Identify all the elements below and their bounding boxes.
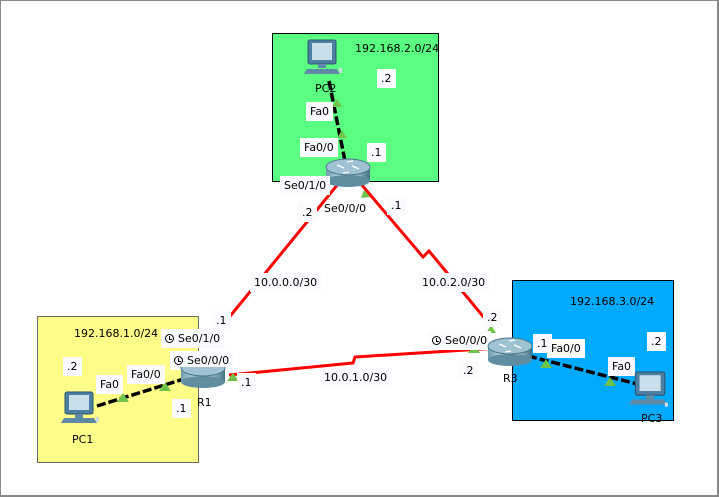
device-name-pc1: PC1 [72, 433, 94, 446]
link-up-indicator [361, 190, 370, 198]
serial-link-10-0-1-0[interactable] [228, 346, 499, 377]
interface-label-text: Se0/0/0 [445, 334, 488, 347]
network-label-r3-lan: 192.168.3.0/24 [570, 295, 655, 308]
interface-label-r1-se000: Se0/0/0 [170, 351, 234, 370]
interface-label-r1-fa00: Fa0/0 [127, 365, 165, 384]
interface-label-r3-fa00: Fa0/0 [547, 339, 585, 358]
interface-label-r1-se010: Se0/1/0 [161, 329, 225, 348]
address-label-pc3: .2 [647, 332, 666, 351]
link-network-label-10-0-1-0: 10.0.1.0/30 [320, 368, 392, 387]
address-label-pc1: .2 [63, 357, 82, 376]
network-label-r2-lan: 192.168.2.0/24 [355, 42, 440, 55]
link-up-indicator [332, 99, 342, 107]
link-up-indicator [117, 393, 129, 402]
address-label-10-0-1-r1: .1 [237, 373, 256, 392]
clock-icon [432, 336, 441, 345]
router-icon[interactable] [325, 158, 371, 188]
link-up-indicator [159, 382, 171, 391]
lan-area-r2[interactable] [272, 33, 439, 182]
pc-icon[interactable] [304, 39, 344, 81]
address-label-r2-lan: .1 [367, 143, 386, 162]
interface-label-pc2-fa0: Fa0 [306, 102, 334, 121]
link-up-indicator [604, 377, 616, 386]
clock-icon [174, 356, 183, 365]
clock-icon [165, 334, 174, 343]
address-label-10-0-1-r3: .2 [459, 361, 478, 380]
link-network-label-10-0-0-0: 10.0.0.0/30 [250, 273, 322, 292]
router-icon[interactable] [180, 367, 226, 389]
pc-icon[interactable] [61, 391, 101, 429]
interface-label-r2-se000: Se0/0/0 [324, 202, 367, 215]
link-up-indicator [227, 373, 239, 381]
address-label-10-0-2-r2: .1 [387, 196, 406, 215]
device-name-pc3: PC3 [641, 412, 663, 425]
link-up-indicator [540, 359, 552, 368]
address-label-r3-lan: .1 [533, 334, 552, 353]
interface-label-text: Se0/1/0 [178, 332, 221, 345]
interface-label-r2-se010: Se0/1/0 [280, 176, 331, 195]
serial-link-10-0-2-0[interactable] [359, 183, 493, 327]
serial-link-10-0-0-0[interactable] [216, 183, 340, 332]
interface-label-r2-fa00: Fa0/0 [300, 138, 338, 157]
address-label-10-0-0-r1: .1 [212, 311, 231, 330]
interface-label-r3-se000: Se0/0/0 [428, 331, 492, 350]
interface-label-pc3-fa0: Fa0 [608, 357, 636, 376]
link-network-label-10-0-2-0: 10.0.2.0/30 [418, 273, 490, 292]
address-label-r1-lan: .1 [172, 399, 191, 418]
device-name-pc2: PC2 [315, 82, 337, 95]
address-label-10-0-0-r2: .2 [298, 203, 317, 222]
address-label-pc2: .2 [377, 69, 396, 88]
device-name-r3: R3 [503, 372, 518, 385]
router-icon[interactable] [487, 337, 533, 367]
interface-label-text: Se0/0/0 [187, 354, 230, 367]
pc-icon[interactable] [626, 371, 670, 411]
interface-label-pc1-fa0: Fa0 [96, 375, 124, 394]
link-up-indicator [337, 130, 347, 138]
device-name-r1: R1 [197, 396, 212, 409]
ethernet-link-pc1-r1[interactable] [96, 376, 188, 408]
network-label-r1-lan: 192.168.1.0/24 [74, 327, 159, 340]
ethernet-link-pc2-r2[interactable] [327, 80, 347, 162]
address-label-10-0-2-r3: .2 [483, 308, 502, 327]
